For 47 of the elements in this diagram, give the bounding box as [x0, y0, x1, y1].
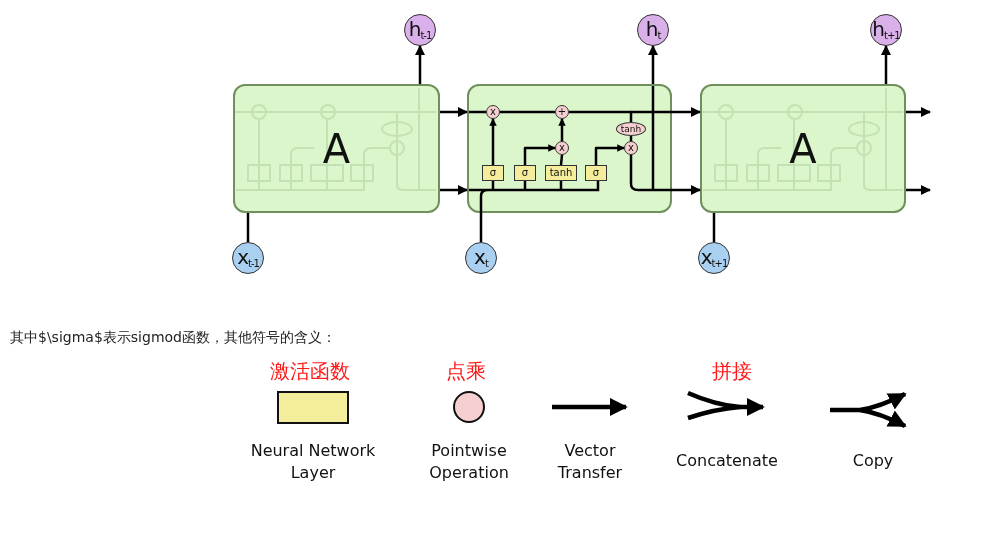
legend-text: Pointwise Operation [428, 440, 510, 484]
arrow [558, 118, 566, 141]
arrow [648, 45, 658, 84]
layer-box: σ [514, 165, 536, 181]
layer-box: σ [482, 165, 504, 181]
note-text: 其中$\sigma$表示sigmod函数，其他符号的含义： [10, 329, 336, 347]
lstm-cell [700, 84, 906, 213]
legend-text: Concatenate [675, 450, 779, 472]
layer-box: tanh [545, 165, 577, 181]
connector-line [479, 213, 483, 242]
tanh-ellipse: tanh [616, 122, 646, 136]
arrow [672, 107, 701, 117]
pointwise-circle: x [555, 141, 569, 155]
connector-line [500, 110, 555, 114]
connector-line [712, 213, 716, 242]
arrow [881, 45, 891, 84]
output-circle: h$_{t+1}$ [870, 14, 902, 46]
pointwise-circle: x [624, 141, 638, 155]
arrow [906, 185, 931, 195]
annotation-text: 激活函数 [270, 358, 350, 385]
output-circle: h$_{t}$ [637, 14, 669, 46]
lstm-cell [233, 84, 440, 213]
cell-letter: A [322, 128, 351, 169]
legend-text: Neural Network Layer [249, 440, 377, 484]
cell-letter: A [789, 128, 817, 169]
arrow [523, 144, 556, 165]
pointwise-circle: x [486, 105, 500, 119]
arrow [906, 107, 931, 117]
arrow [489, 118, 497, 165]
annotation-text: 拼接 [712, 358, 752, 385]
connector-line [569, 110, 633, 122]
legend-text: Vector Transfer [556, 440, 624, 484]
connector-line [559, 154, 564, 166]
annotation-text: 点乘 [446, 358, 486, 385]
arrow [440, 107, 468, 117]
input-circle: x$_{t+1}$ [698, 242, 730, 274]
input-circle: x$_{t-1}$ [232, 242, 264, 274]
arrow [440, 185, 468, 195]
legend-text: Copy [851, 450, 895, 472]
arrow [594, 144, 625, 165]
arrow [415, 45, 425, 84]
input-circle: x$_{t}$ [465, 242, 497, 274]
arrow [672, 185, 701, 195]
output-circle: h$_{t-1}$ [404, 14, 436, 46]
layer-box: σ [585, 165, 607, 181]
connector-line [246, 213, 250, 242]
pointwise-circle: + [555, 105, 569, 119]
